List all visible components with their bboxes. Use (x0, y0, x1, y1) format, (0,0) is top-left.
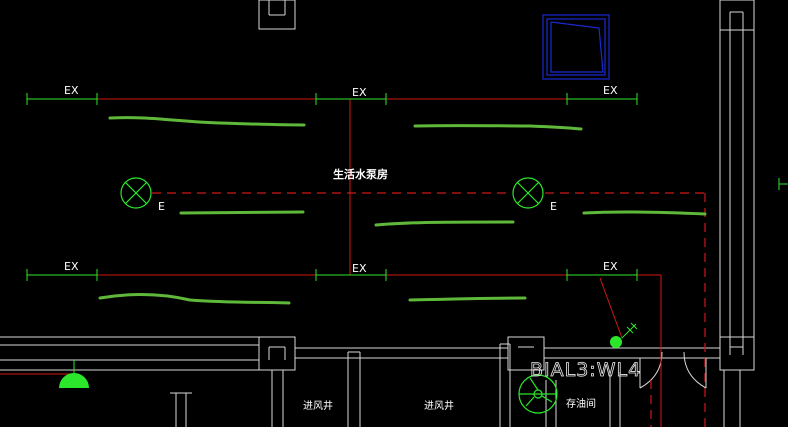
wall-structure (0, 0, 755, 427)
circuit-wiring (0, 98, 662, 427)
door-swing (639, 351, 707, 389)
left-bottom-column (258, 336, 296, 371)
fixture-label: EX (603, 84, 618, 97)
right-bottom-column (719, 336, 755, 371)
room-label-shaft: 进风井 (303, 399, 333, 412)
emergency-circuit (152, 192, 706, 427)
fixture-label: EX (64, 84, 79, 97)
mid-bottom-column (507, 336, 545, 371)
fixture-label: EX (64, 260, 79, 273)
exhaust-fan-icon[interactable] (518, 374, 558, 414)
light-fixture[interactable] (26, 93, 98, 105)
room-name: 生活水泵房 (333, 167, 388, 181)
right-top-column (719, 0, 755, 31)
window-opening (542, 14, 610, 80)
panel-code: BIAL3:WL4 (530, 359, 641, 381)
fixture-label: EX (352, 86, 367, 99)
emergency-label: E (550, 200, 557, 213)
emergency-light[interactable] (120, 177, 152, 209)
hand-markup-strokes (98, 116, 707, 305)
light-fixture[interactable] (566, 269, 638, 281)
ceiling-lamp-icon[interactable] (59, 360, 89, 388)
fixture-label: EX (352, 262, 367, 275)
light-fixture[interactable] (26, 269, 98, 281)
light-fixture-group (26, 93, 788, 281)
room-label-shaft: 进风井 (424, 399, 454, 412)
room-label-oil: 存油间 (566, 397, 596, 410)
light-fixture[interactable] (315, 93, 387, 105)
fixture-labels: EX EX EX EX EX EX (64, 84, 618, 275)
top-column (258, 0, 296, 30)
junction-box[interactable] (610, 322, 638, 348)
emergency-light[interactable] (512, 177, 544, 209)
emergency-label: E (158, 200, 165, 213)
fixture-label: EX (603, 260, 618, 273)
light-fixture[interactable] (566, 93, 638, 105)
light-fixture[interactable] (315, 269, 387, 281)
